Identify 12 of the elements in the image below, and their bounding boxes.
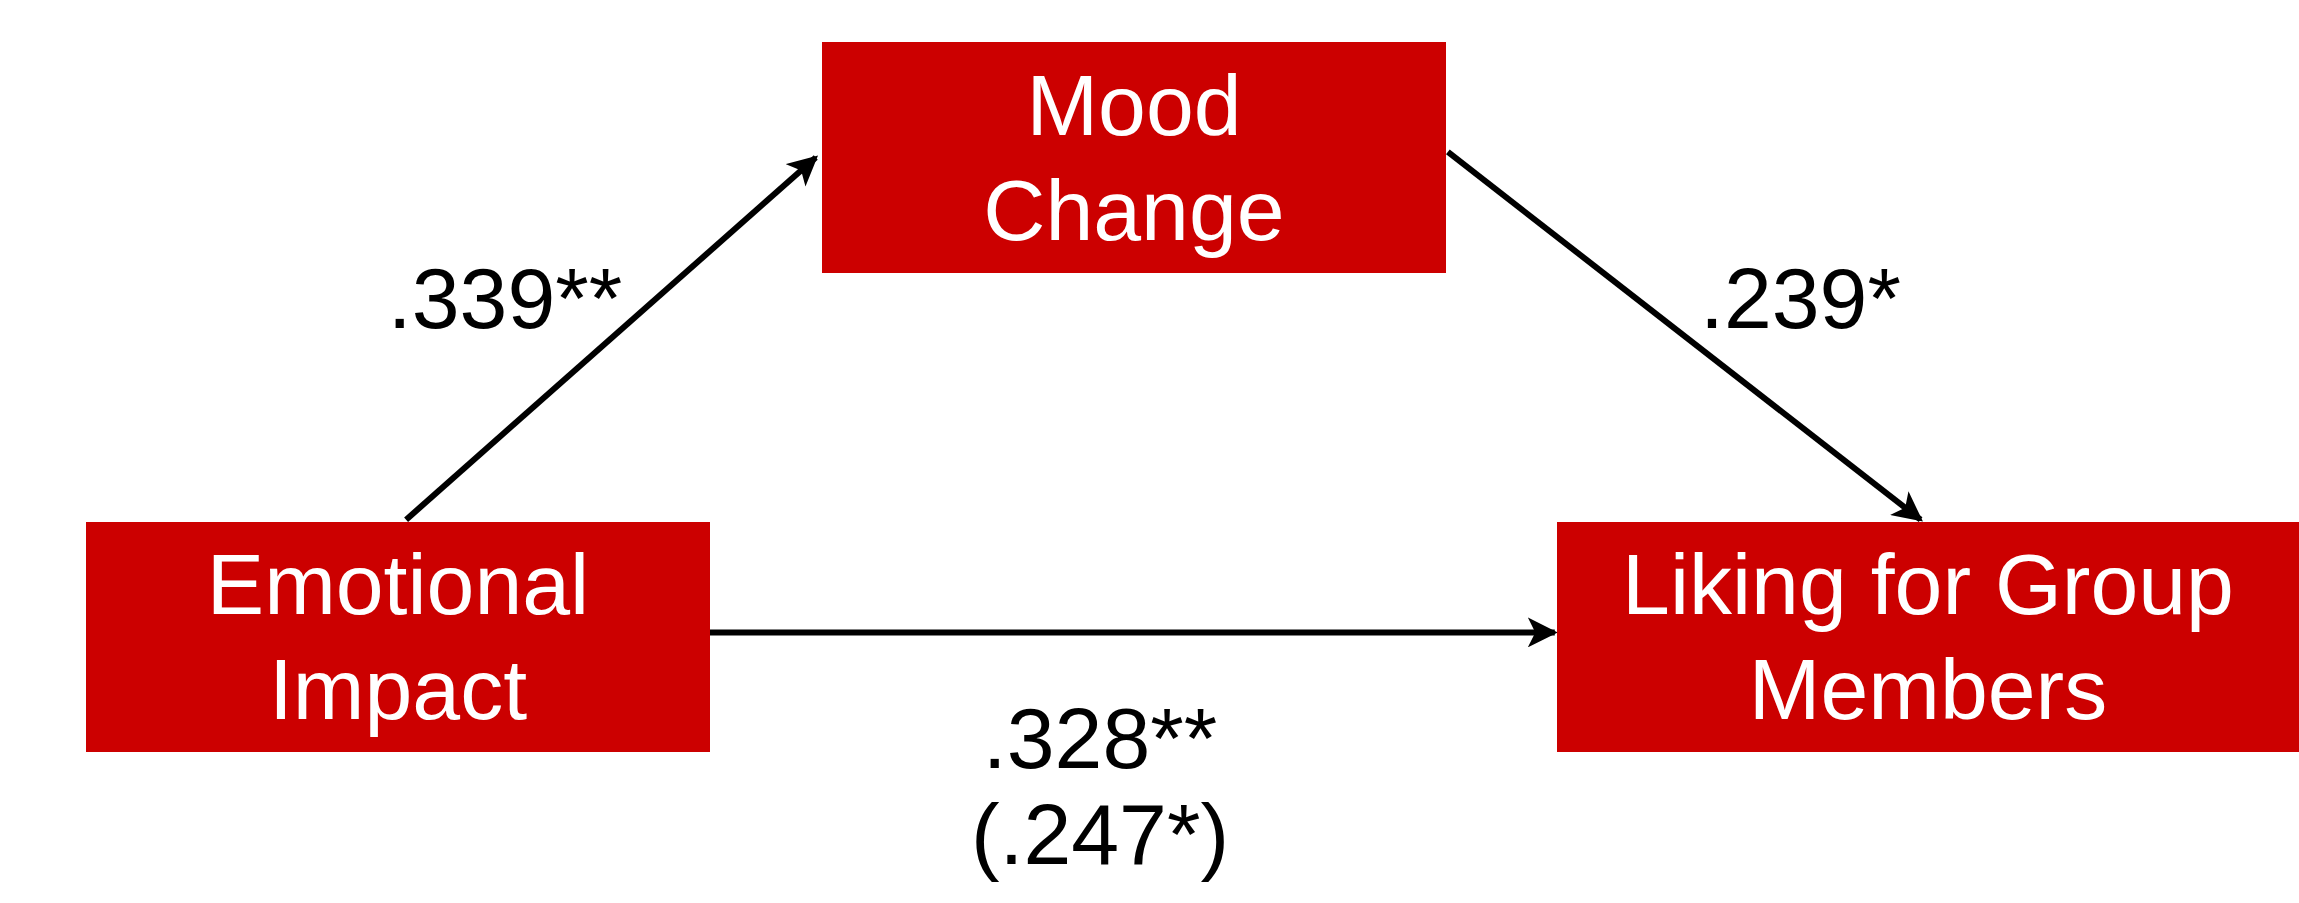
variable-box <box>1557 522 2299 752</box>
coefficient-label: .339** <box>386 250 624 347</box>
arrow <box>710 617 1558 648</box>
arrow <box>404 155 818 522</box>
node-label: Mood Change <box>982 55 1286 260</box>
node-label: Emotional Impact <box>205 535 591 739</box>
coefficient-label: .239* <box>1700 250 1900 347</box>
coefficient-label: .328** (.247*) <box>969 690 1231 883</box>
variable-box <box>86 522 710 752</box>
variable-box <box>822 42 1446 273</box>
arrow <box>1446 149 1923 523</box>
node-label: Liking for Group Members <box>1621 535 2235 739</box>
